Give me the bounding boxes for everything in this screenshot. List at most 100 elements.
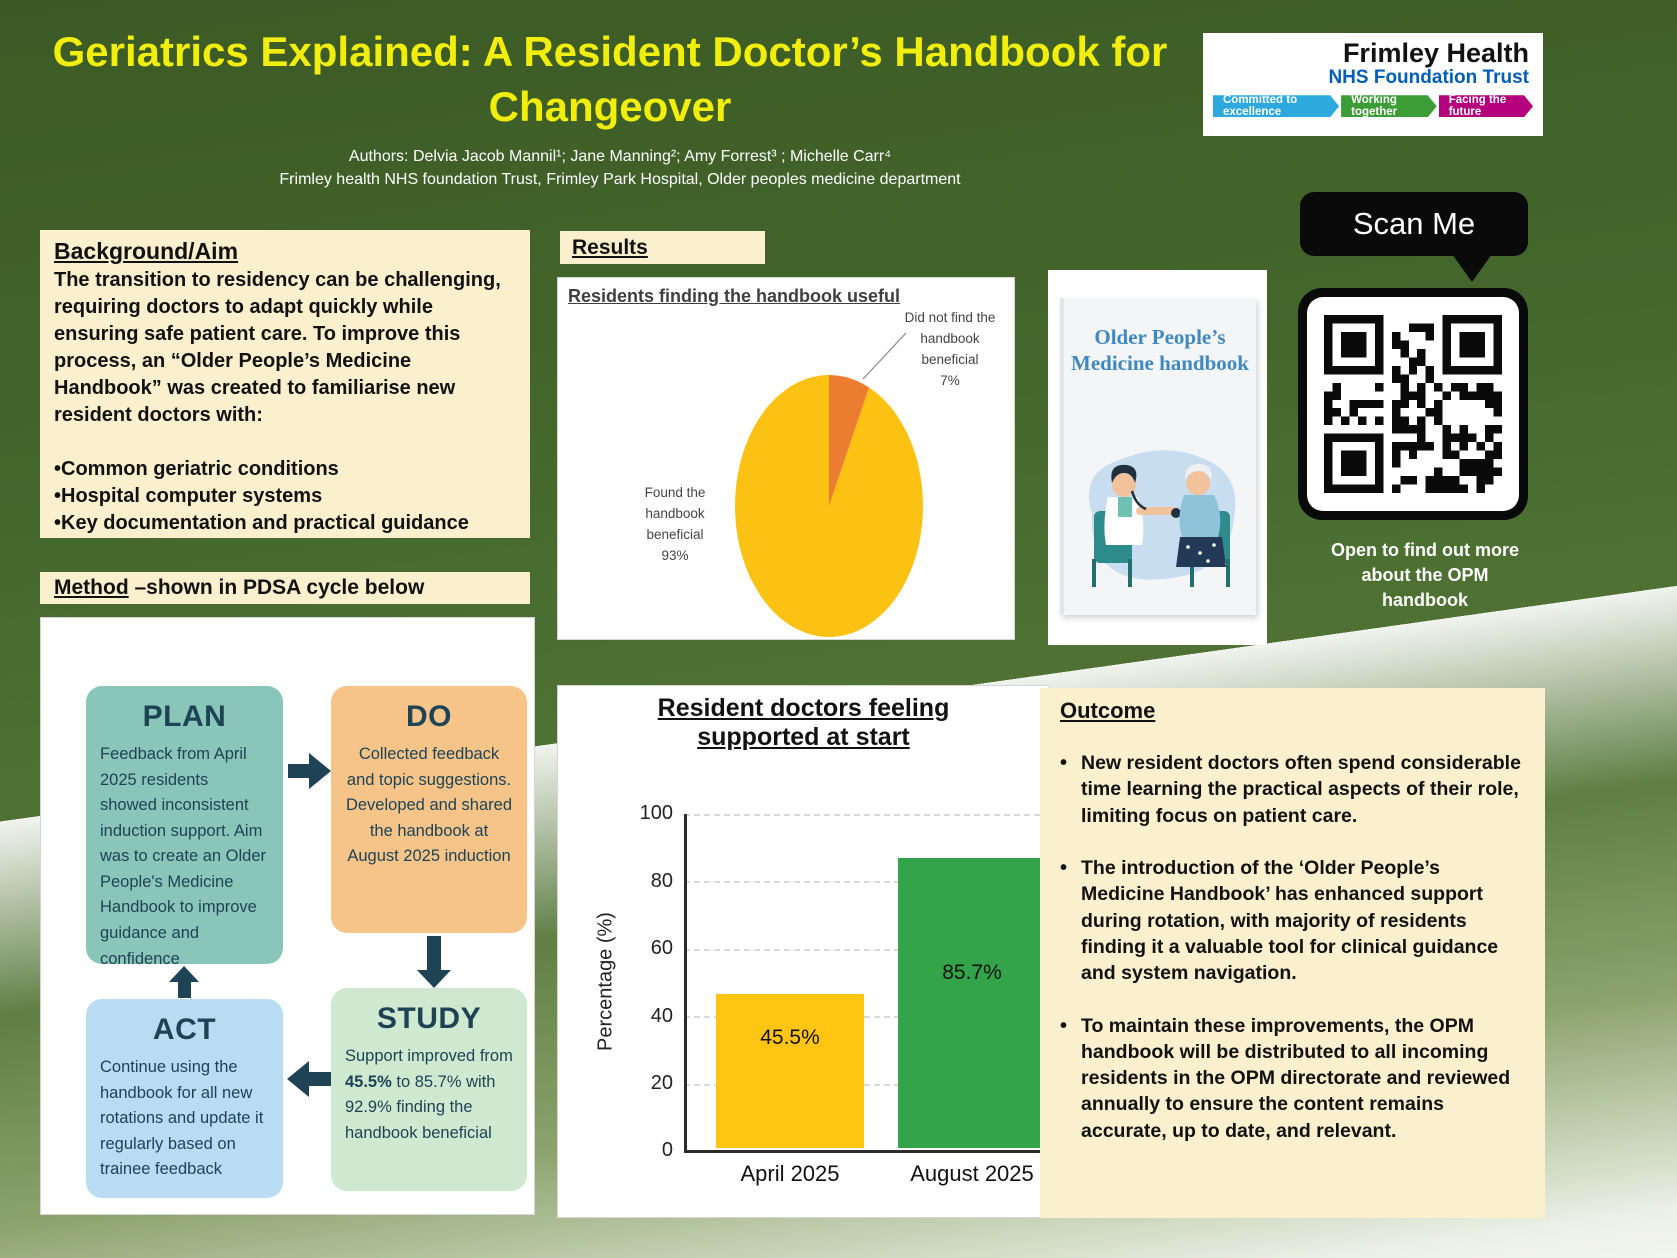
pie-label-large-text: Found the handbook beneficial xyxy=(644,485,706,542)
ytick-20: 20 xyxy=(650,1072,673,1094)
ytick-100: 100 xyxy=(639,802,673,824)
skirt-dot-2 xyxy=(1198,551,1202,555)
bar-chart-title-line2: supported at start xyxy=(697,723,910,751)
arrow-left-icon xyxy=(287,1061,331,1097)
pdsa-study-text-bold: 45.5% xyxy=(345,1072,392,1091)
chair-leg-1 xyxy=(1092,559,1096,587)
bar-chart-ylabel: Percentage (%) xyxy=(594,912,617,1051)
bar-chart-title: Resident doctors feeling supported at st… xyxy=(558,694,1049,752)
skirt-dot-4 xyxy=(1206,559,1210,563)
pie-label-small-text: Did not find the handbook beneficial xyxy=(904,310,996,367)
stethoscope-tube xyxy=(1130,490,1147,511)
logo-banner-row: Committed to excellence Working together… xyxy=(1203,95,1543,117)
background-aim-box: Background/Aim The transition to residen… xyxy=(40,230,530,538)
pdsa-act-box: ACT Continue using the handbook for all … xyxy=(86,999,283,1198)
pdsa-plan-title: PLAN xyxy=(142,700,227,733)
pdsa-cycle-panel: PLAN Feedback from April 2025 residents … xyxy=(40,617,535,1215)
gridline-100 xyxy=(684,814,1040,816)
background-aim-body: The transition to residency can be chall… xyxy=(54,269,501,426)
ytick-60: 60 xyxy=(650,937,673,959)
xlabel-august-2025: August 2025 xyxy=(910,1161,1034,1186)
pie-label-small-pct: 7% xyxy=(940,372,960,388)
logo-sub-name: NHS Foundation Trust xyxy=(1328,67,1529,89)
x-axis-line xyxy=(684,1150,1044,1153)
doctor-face xyxy=(1112,473,1136,497)
handbook-panel: Older People’s Medicine handbook xyxy=(1048,270,1267,645)
bar-chart-title-line1: Resident doctors feeling xyxy=(657,694,950,722)
pdsa-plan-box: PLAN Feedback from April 2025 residents … xyxy=(86,686,283,968)
stethoscope-head xyxy=(1171,508,1181,518)
background-aim-bullet-1: •Common geriatric conditions xyxy=(54,458,339,480)
results-heading: Results xyxy=(572,235,648,259)
bar-value-august: 85.7% xyxy=(942,961,1002,984)
gridline-80 xyxy=(684,881,1040,883)
banner-committed: Committed to excellence xyxy=(1213,95,1339,117)
banner-facing: Facing the future xyxy=(1439,95,1533,117)
pdsa-act-text: Continue using the handbook for all new … xyxy=(100,1058,264,1179)
pie-slice-small xyxy=(829,375,870,506)
background-aim-bullet-2: •Hospital computer systems xyxy=(54,485,323,507)
bullet-dot-1: • xyxy=(1060,752,1068,774)
pdsa-study-title: STUDY xyxy=(376,1002,482,1035)
page-title-line2: Changeover xyxy=(488,83,732,131)
pdsa-study-box: STUDY Support improved from 45.5% to 85.… xyxy=(331,988,527,1191)
pdsa-do-text: Collected feedback and topic suggestions… xyxy=(345,745,513,866)
outcome-bullet-2: • The introduction of the ‘Older People’… xyxy=(1060,855,1525,987)
qr-modules xyxy=(1324,315,1502,493)
qr-code-icon xyxy=(1324,315,1502,493)
pie-label-small: Did not find the handbook beneficial 7% xyxy=(890,308,1010,392)
pie-chart xyxy=(735,332,923,637)
scan-me-bubble-tail xyxy=(1452,254,1492,282)
bullet-dot-2: • xyxy=(1060,856,1068,879)
affiliation-line: Frimley health NHS foundation Trust, Fri… xyxy=(279,171,961,188)
xlabel-april-2025: April 2025 xyxy=(740,1161,840,1186)
pie-chart-panel: Residents finding the handbook useful Di… xyxy=(557,277,1015,640)
bar-august-2025 xyxy=(898,858,1046,1148)
ytick-0: 0 xyxy=(661,1139,673,1161)
y-axis-line xyxy=(684,814,687,1152)
background-aim-bullet-3: •Key documentation and practical guidanc… xyxy=(54,512,469,534)
pdsa-act-title: ACT xyxy=(152,1013,217,1046)
ytick-40: 40 xyxy=(650,1005,673,1027)
handbook-cover-illustration xyxy=(1089,450,1236,587)
patient-hair xyxy=(1184,463,1212,481)
bullet-dot-3: • xyxy=(1060,1014,1068,1037)
outcome-bullet-1: • New resident doctors often spend consi… xyxy=(1060,750,1525,829)
bar-april-2025 xyxy=(716,994,864,1148)
bar-chart-panel: Resident doctors feeling supported at st… xyxy=(557,685,1050,1218)
doctor-shirt xyxy=(1118,497,1132,517)
pie-leader-line xyxy=(862,332,907,380)
outcome-bullet-2-text: The introduction of the ‘Older People’s … xyxy=(1081,856,1499,985)
gridline-60 xyxy=(684,949,1040,951)
arrow-down-icon xyxy=(417,936,451,988)
doctor-arm xyxy=(1136,507,1178,515)
pdsa-study-text-pre: Support improved from xyxy=(345,1047,513,1065)
pdsa-study-text-post: to 85.7% with 92.9% finding the handbook… xyxy=(345,1072,496,1142)
bar-value-april: 45.5% xyxy=(760,1026,820,1049)
outcome-heading: Outcome xyxy=(1060,698,1156,723)
pie-label-large: Found the handbook beneficial 93% xyxy=(620,483,730,567)
pie-chart-title: Residents finding the handbook useful xyxy=(568,286,901,306)
scan-me-bubble: Scan Me xyxy=(1300,192,1528,256)
chair-leg-3 xyxy=(1190,559,1194,587)
method-heading: Method xyxy=(54,576,129,599)
authors-line: Authors: Delvia Jacob Mannil¹; Jane Mann… xyxy=(348,148,892,165)
qr-code-frame xyxy=(1298,288,1528,520)
pie-label-large-pct: 93% xyxy=(661,547,689,563)
qr-caption: Open to find out more about the OPM hand… xyxy=(1331,540,1519,611)
method-heading-suffix: –shown in PDSA cycle below xyxy=(128,576,425,599)
qr-code-inner xyxy=(1307,297,1519,511)
scan-me-label: Scan Me xyxy=(1352,206,1476,241)
handbook-cover-title: Older People’s Medicine handbook xyxy=(1071,325,1249,376)
pdsa-study-text: Support improved from 45.5% to 85.7% wit… xyxy=(345,1044,513,1146)
pdsa-do-title: DO xyxy=(406,700,452,733)
background-aim-heading: Background/Aim xyxy=(54,238,239,264)
patient-face xyxy=(1186,471,1210,495)
arrow-right-icon xyxy=(288,753,331,789)
chair-leg-2 xyxy=(1128,559,1132,587)
page-title: Geriatrics Explained: A Resident Doctor’… xyxy=(20,24,1200,135)
outcome-bullet-1-text: New resident doctors often spend conside… xyxy=(1081,752,1521,827)
outcome-bullet-3: • To maintain these improvements, the OP… xyxy=(1060,1013,1525,1145)
outcome-box: Outcome • New resident doctors often spe… xyxy=(1040,688,1545,1218)
